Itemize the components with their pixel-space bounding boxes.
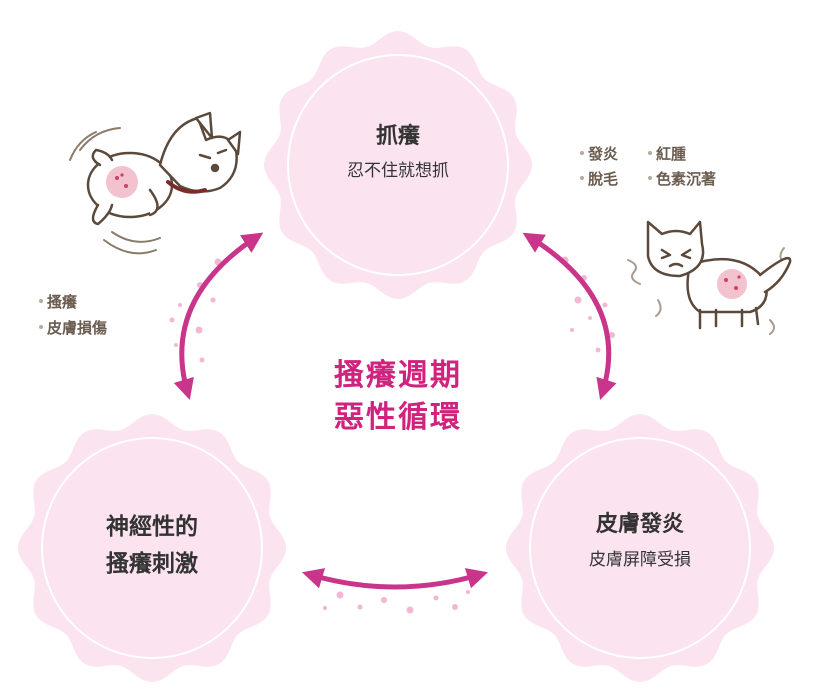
node-scratching-subtitle: 忍不住就想抓 (347, 161, 449, 181)
arrow-left (173, 232, 264, 401)
symptom-item: 發炎 (587, 145, 618, 163)
symptom-item: 脫毛 (588, 170, 618, 188)
node-neural-line2: 搔癢刺激 (106, 550, 198, 577)
node-neural-shape (18, 414, 286, 682)
arrow-bottom (301, 568, 489, 590)
node-inflammation-title: 皮膚發炎 (596, 511, 684, 537)
symptom-item: 搔癢 (47, 293, 78, 311)
symptom-item: 色素沉著 (656, 170, 716, 188)
right-symptom-list: 發炎 紅腫 脫毛 色素沉著 (580, 145, 716, 188)
dog-irritated-icon (627, 220, 792, 335)
node-scratching-title: 抓癢 (376, 123, 420, 149)
node-scratching-shape (264, 31, 532, 299)
node-neural-line1: 神經性的 (106, 513, 198, 540)
symptom-item: 皮膚損傷 (47, 319, 107, 337)
dog-scratching-icon (69, 111, 242, 255)
left-symptom-list: 搔癢 皮膚損傷 (39, 293, 107, 337)
center-title-line2: 惡性循環 (334, 400, 462, 435)
node-inflammation-subtitle: 皮膚屏障受損 (589, 550, 691, 570)
node-neural-ring (41, 437, 263, 659)
symptom-item: 紅腫 (656, 145, 686, 163)
center-title-line1: 搔癢週期 (334, 358, 462, 393)
arrow-right (522, 232, 617, 401)
node-scratching-ring (287, 54, 509, 276)
node-inflammation-shape (506, 414, 774, 682)
node-inflammation-ring (529, 437, 751, 659)
